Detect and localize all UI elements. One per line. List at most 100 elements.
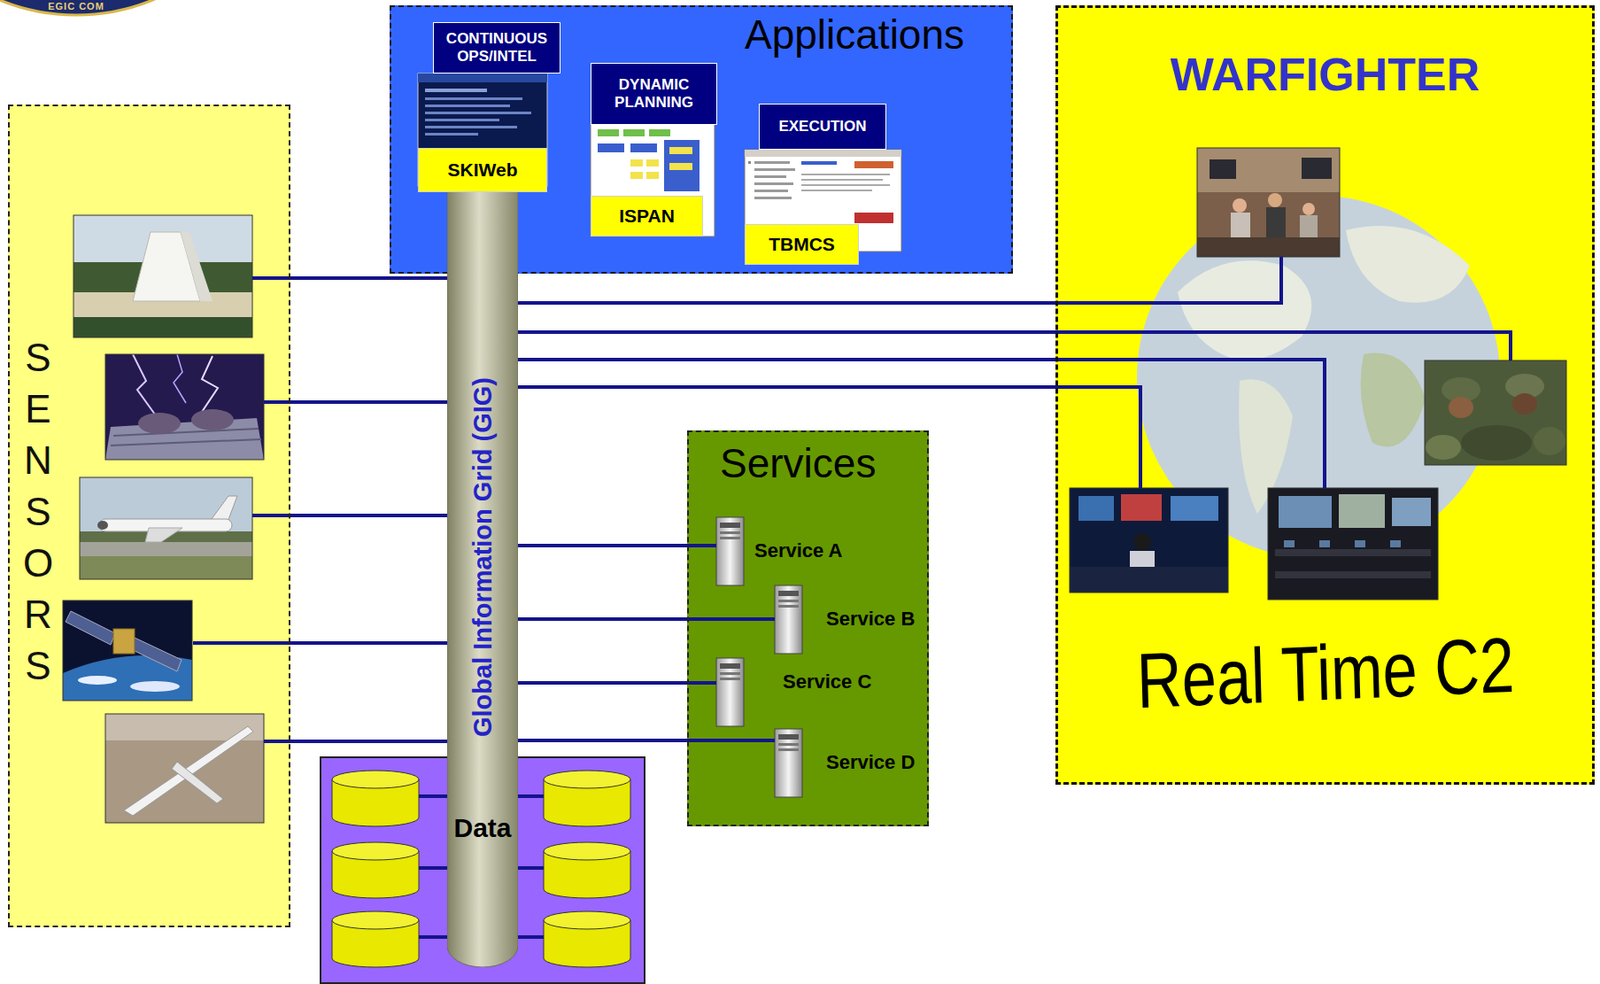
connector <box>517 738 775 743</box>
globe <box>1360 353 1426 448</box>
server-icon <box>716 517 744 586</box>
satellite-photo <box>130 680 180 692</box>
satellite-photo <box>62 600 193 701</box>
network-line <box>193 641 448 645</box>
network-line <box>517 359 1325 488</box>
network-line <box>517 386 1141 488</box>
server-icon <box>778 734 799 740</box>
group-fill <box>7 5 1595 984</box>
command-center-photo <box>1302 202 1315 216</box>
reconnaissance-aircraft-photo <box>79 541 253 557</box>
application-screenshot <box>754 189 789 193</box>
satellite-photo <box>62 600 193 701</box>
command-center-photo <box>1266 207 1286 238</box>
application-screenshot <box>854 161 894 169</box>
application-screenshot <box>801 173 890 176</box>
cyber-keyboard-photo <box>105 354 264 460</box>
soldiers-photo <box>1448 396 1474 418</box>
application-screenshot <box>646 171 659 179</box>
server-icon <box>778 748 799 751</box>
application-screenshot <box>801 184 890 186</box>
server-icon <box>778 742 799 746</box>
application-screenshot <box>425 118 500 122</box>
network-line <box>1055 256 1282 303</box>
application-name: TBMCS <box>744 224 859 265</box>
application-screenshot <box>748 161 751 164</box>
application-screenshot <box>801 189 873 192</box>
satellite-photo <box>131 637 182 672</box>
operations-center-photo <box>1069 566 1229 593</box>
server-icon <box>719 677 741 681</box>
cyber-keyboard-photo <box>200 355 218 415</box>
command-center-photo <box>1197 147 1340 193</box>
operations-floor-photo <box>1390 540 1401 548</box>
application-name: SKIWeb <box>417 147 548 193</box>
soldiers-photo <box>1424 360 1567 465</box>
application-screenshot <box>801 178 883 181</box>
uav-photo <box>105 713 264 823</box>
application-screenshot <box>744 149 902 157</box>
server-icon <box>778 590 799 596</box>
soldiers-photo <box>1460 425 1532 461</box>
network-line <box>252 276 448 280</box>
operations-center-photo <box>1170 495 1219 521</box>
reconnaissance-aircraft-photo <box>79 477 253 580</box>
radar-site-photo <box>73 215 253 338</box>
command-center-photo <box>1299 215 1318 240</box>
connector <box>290 513 448 518</box>
uav-photo <box>123 726 254 816</box>
operations-floor-photo <box>1391 497 1431 526</box>
application-screenshot <box>425 104 511 108</box>
server-icon <box>719 536 741 540</box>
group-title: Services <box>719 439 876 487</box>
application-screenshot <box>754 182 794 186</box>
operations-floor-photo <box>1319 540 1330 548</box>
uav-photo <box>105 713 264 823</box>
service-label: Service D <box>826 750 915 774</box>
command-seal <box>0 0 279 16</box>
soldiers-photo <box>1424 360 1567 465</box>
warfighter-group: WARFIGHTERReal Time C2 <box>1055 5 1595 785</box>
application-screenshot <box>425 88 487 93</box>
cyber-keyboard-photo <box>132 354 158 418</box>
command-center-photo <box>1197 237 1340 257</box>
application-screenshot <box>854 212 894 224</box>
command-center-photo <box>1197 147 1340 257</box>
operations-floor-photo <box>1267 487 1438 600</box>
sensor-group: SENSORS <box>7 104 291 928</box>
command-center-photo <box>1232 198 1247 213</box>
application-screenshot <box>754 196 792 200</box>
application-screenshot <box>630 159 643 167</box>
database-cylinder <box>543 842 631 860</box>
group-title: Data <box>453 812 511 843</box>
operations-floor-photo <box>1338 494 1385 528</box>
server-icon <box>774 728 803 797</box>
application-screenshot <box>590 122 715 237</box>
service-node: Service B <box>774 585 919 654</box>
application-screenshot <box>417 73 548 83</box>
server-icon <box>719 522 741 528</box>
service-node: Service A <box>716 517 846 586</box>
uav-photo <box>171 761 224 804</box>
operations-floor-photo <box>1267 487 1438 600</box>
cyber-keyboard-photo <box>138 412 181 434</box>
cyber-keyboard-photo <box>113 428 259 436</box>
application-screenshot <box>425 111 532 115</box>
service-label: Service A <box>754 539 843 563</box>
server-icon <box>719 672 741 675</box>
reconnaissance-aircraft-photo <box>79 477 253 580</box>
server-icon <box>774 585 803 654</box>
group-title: Applications <box>744 10 965 59</box>
globe <box>1177 260 1312 360</box>
server-icon <box>719 663 741 669</box>
grid-cylinder-shape <box>447 187 518 967</box>
operations-floor-photo <box>1275 548 1431 557</box>
application-heading: CONTINUOUS OPS/INTEL <box>432 22 561 74</box>
application-screenshot <box>669 146 693 155</box>
network-line <box>263 400 448 404</box>
operations-floor-photo <box>1354 540 1366 548</box>
command-center-photo <box>1197 147 1340 257</box>
seal-text: EGIC COM <box>47 0 105 12</box>
reconnaissance-aircraft-photo <box>145 527 183 542</box>
